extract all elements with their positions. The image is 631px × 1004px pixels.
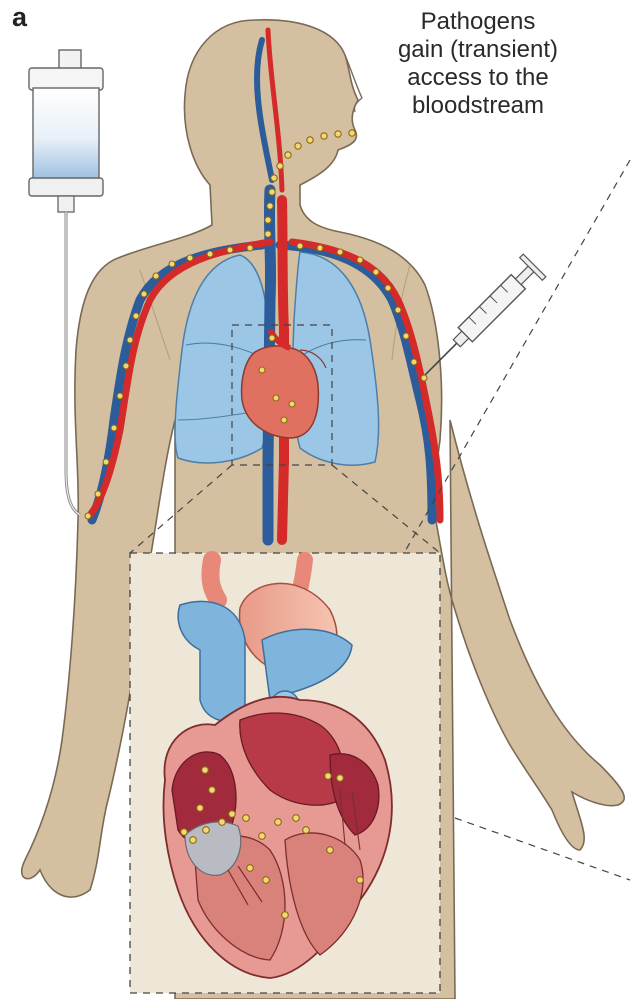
heart-inset xyxy=(130,553,440,993)
caption-line: gain (transient) xyxy=(344,36,612,64)
caption-line: bloodstream xyxy=(344,92,612,120)
panel-label: a xyxy=(12,2,27,33)
caption-line: Pathogens xyxy=(344,8,612,36)
caption: Pathogens gain (transient) access to the… xyxy=(344,8,612,120)
caption-line: access to the xyxy=(344,64,612,92)
